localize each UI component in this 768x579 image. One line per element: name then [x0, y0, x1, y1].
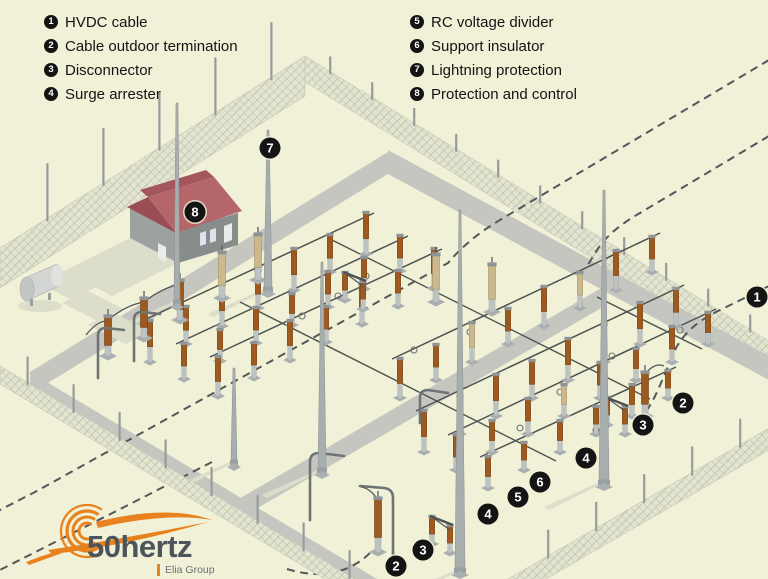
- legend-label: Lightning protection: [431, 61, 562, 79]
- legend-label: HVDC cable: [65, 13, 148, 31]
- legend-label: Protection and control: [431, 85, 577, 103]
- legend-item: 5 RC voltage divider: [410, 10, 577, 34]
- legend-right-column: 5 RC voltage divider 6 Support insulator…: [410, 10, 577, 106]
- lightning-masts: [170, 102, 613, 579]
- marker-cable-termination-right: 2: [672, 392, 694, 414]
- fence-top-left: [0, 22, 306, 289]
- legend-item: 7 Lightning protection: [410, 58, 577, 82]
- legend-label: Support insulator: [431, 37, 545, 55]
- legend-label: RC voltage divider: [431, 13, 554, 31]
- legend-label: Cable outdoor termination: [65, 37, 238, 55]
- fence-top-right: [304, 55, 768, 367]
- fence-bottom-left: [0, 356, 355, 579]
- legend-left-column: 1 HVDC cable 2 Cable outdoor termination…: [44, 10, 238, 106]
- legend-number-icon: 2: [44, 39, 58, 53]
- marker-disconnector-bottom: 3: [412, 539, 434, 561]
- legend-number-icon: 7: [410, 63, 424, 77]
- legend-item: 1 HVDC cable: [44, 10, 238, 34]
- logo-swirl-icon: [26, 503, 212, 565]
- legend-number-icon: 6: [410, 39, 424, 53]
- legend-number-icon: 3: [44, 63, 58, 77]
- marker-protection-and-control: 8: [184, 201, 206, 223]
- legend-item: 4 Surge arrester: [44, 82, 238, 106]
- fence-bottom-right: [507, 418, 768, 579]
- legend-item: 6 Support insulator: [410, 34, 577, 58]
- legend-label: Surge arrester: [65, 85, 161, 103]
- logo-brand-text: 50hertz: [87, 529, 193, 564]
- marker-surge-arrester-right: 4: [575, 447, 597, 469]
- marker-lightning-protection: 7: [259, 137, 281, 159]
- marker-disconnector-right: 3: [632, 414, 654, 436]
- legend-item: 3 Disconnector: [44, 58, 238, 82]
- logo-subbrand-text: Elia Group: [157, 564, 215, 576]
- marker-surge-arrester-left: 4: [477, 503, 499, 525]
- fiftyhertz-logo: 50hertz Elia Group: [18, 498, 258, 578]
- storage-tank: [19, 263, 63, 306]
- legend-number-icon: 1: [44, 15, 58, 29]
- legend-item: 2 Cable outdoor termination: [44, 34, 238, 58]
- marker-cable-termination-bottom: 2: [385, 555, 407, 577]
- marker-support-insulator: 6: [529, 471, 551, 493]
- legend-label: Disconnector: [65, 61, 153, 79]
- marker-rc-voltage-divider: 5: [507, 486, 529, 508]
- legend-number-icon: 5: [410, 15, 424, 29]
- legend-number-icon: 8: [410, 87, 424, 101]
- road-top-right: [388, 150, 768, 380]
- marker-hvdc-cable: 1: [746, 286, 768, 308]
- legend-item: 8 Protection and control: [410, 82, 577, 106]
- legend-number-icon: 4: [44, 87, 58, 101]
